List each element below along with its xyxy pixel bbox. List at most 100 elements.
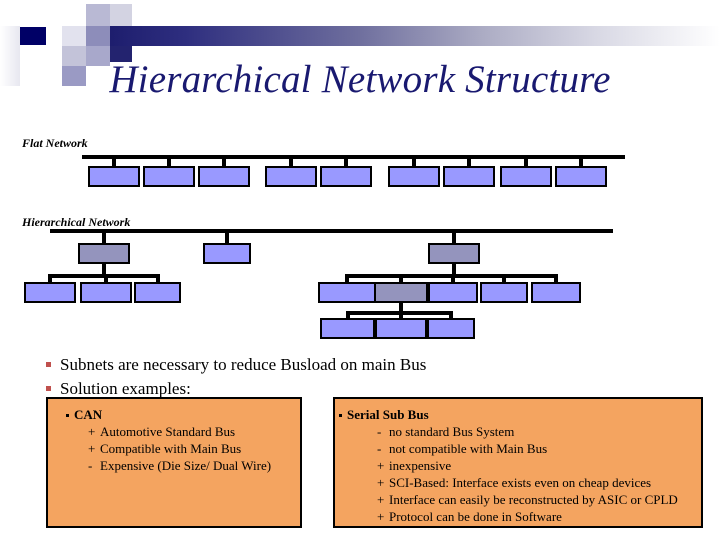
banner-square-bottom: [62, 66, 86, 86]
hier-grandchild-connector: [449, 311, 453, 319]
panel-item: -Expensive (Die Size/ Dual Wire): [88, 457, 271, 474]
minus-icon: -: [377, 441, 382, 456]
bullet-item: Subnets are necessary to reduce Busload …: [44, 355, 684, 375]
plus-icon: +: [377, 509, 385, 524]
flat-node-connector: [344, 155, 348, 167]
flat-network-node: [320, 166, 372, 187]
hier-grandchild-node: [427, 318, 475, 339]
hier-right-child-node: [318, 282, 376, 303]
hier-left-child-node: [134, 282, 181, 303]
flat-network-node: [88, 166, 140, 187]
hier-left-child-connector: [48, 274, 52, 283]
panel-item: + inexpensive: [377, 457, 678, 474]
plus-icon: +: [88, 441, 96, 456]
hier-right-child-connector: [554, 274, 558, 283]
panel-serial-content: Serial Sub Bus -no standard Bus System-n…: [339, 407, 678, 525]
flat-network-node: [198, 166, 250, 187]
flat-network-bus: [82, 155, 625, 159]
panel-item-label: no standard Bus System: [389, 424, 515, 439]
panel-item-label: SCI-Based: Interface exists even on chea…: [389, 475, 652, 490]
banner-fade-block: [0, 26, 20, 86]
flat-network-node: [388, 166, 440, 187]
hier-trunk-connector: [102, 229, 106, 243]
page-title: Hierarchical Network Structure: [109, 58, 611, 101]
flat-network-node: [443, 166, 495, 187]
panel-item-label: not compatible with Main Bus: [389, 441, 548, 456]
panel-serial-items: -no standard Bus System-not compatible w…: [347, 423, 678, 525]
panel-can: CAN + Automotive Standard Bus + Compatible …: [46, 397, 302, 528]
panel-can-heading: CAN: [65, 407, 271, 423]
hier-grandchild-parent-drop: [399, 303, 403, 313]
hier-grandchild-connector: [345, 311, 350, 319]
hier-level1-node: [428, 243, 480, 264]
flat-network-node: [265, 166, 317, 187]
flat-node-connector: [289, 155, 293, 167]
hier-left-spine: [48, 274, 160, 278]
panel-can-items: + Automotive Standard Bus + Compatible with…: [74, 423, 271, 474]
minus-icon: -: [377, 424, 382, 439]
panel-item: + Automotive Standard Bus: [88, 423, 271, 440]
banner-square-mid: [86, 26, 110, 46]
hier-trunk-connector: [225, 229, 229, 243]
hier-right-child-connector: [345, 274, 349, 283]
panel-item-label: Automotive Standard Bus: [100, 424, 236, 439]
plus-icon: +: [377, 475, 385, 490]
banner-gradient-bar: [98, 26, 720, 46]
flat-node-connector: [412, 155, 416, 167]
bullet-item: Solution examples:: [44, 379, 684, 399]
section-caption-hierarchical: Hierarchical Network: [22, 215, 131, 229]
hier-left-child-node: [80, 282, 132, 303]
hier-right-child-connector: [451, 274, 455, 283]
banner-square-lower-right: [86, 46, 110, 66]
panel-item: + Interface can easily be reconstructed b…: [377, 491, 678, 508]
hier-grandchild-connector: [399, 311, 403, 319]
banner-square-lower: [62, 46, 86, 66]
plus-icon: +: [377, 492, 385, 507]
bullet-list: Subnets are necessary to reduce Busload …: [44, 355, 684, 403]
hier-right-child-node: [374, 282, 428, 303]
banner-square-navy-small: [110, 46, 132, 62]
hier-right-child-connector: [502, 274, 506, 283]
banner-square-navy: [20, 27, 46, 45]
flat-network-node: [143, 166, 195, 187]
minus-icon: -: [88, 458, 93, 473]
hier-left-child-node: [24, 282, 76, 303]
panel-item: -not compatible with Main Bus: [377, 440, 678, 457]
flat-network-node: [555, 166, 607, 187]
slide-header-banner: [0, 0, 720, 86]
panel-can-content: CAN + Automotive Standard Bus + Compatible …: [65, 407, 271, 474]
hierarchical-network-bus: [50, 229, 613, 233]
panel-item: -no standard Bus System: [377, 423, 678, 440]
flat-node-connector: [112, 155, 116, 167]
flat-node-connector: [579, 155, 583, 167]
hier-left-child-connector: [104, 274, 108, 283]
flat-node-connector: [467, 155, 471, 167]
panel-item-label: Interface can easily be reconstructed by…: [389, 492, 678, 507]
panel-item: + SCI-Based: Interface exists even on che…: [377, 474, 678, 491]
hier-left-child-connector: [155, 274, 160, 283]
flat-node-connector: [524, 155, 528, 167]
flat-network-node: [500, 166, 552, 187]
hier-level1-node: [78, 243, 130, 264]
banner-square-top-right: [110, 4, 132, 26]
flat-node-connector: [167, 155, 171, 167]
hier-right-child-node: [480, 282, 528, 303]
hier-grandchild-node: [320, 318, 375, 339]
panel-item-label: inexpensive: [389, 458, 452, 473]
hier-left-parent-drop: [102, 264, 106, 276]
flat-node-connector: [222, 155, 226, 167]
hier-grandchild-node: [375, 318, 427, 339]
hier-right-child-connector: [399, 274, 403, 283]
hier-right-parent-drop: [452, 264, 456, 276]
panel-item-label: Compatible with Main Bus: [100, 441, 242, 456]
plus-icon: +: [88, 424, 96, 439]
banner-square-top: [86, 4, 110, 26]
hier-level1-node: [203, 243, 251, 264]
banner-square-light: [62, 26, 86, 46]
plus-icon: +: [377, 458, 385, 473]
panel-item-label: Expensive (Die Size/ Dual Wire): [100, 458, 272, 473]
panel-item: +Protocol can be done in Software: [377, 508, 678, 525]
panel-serial-sub-bus: Serial Sub Bus -no standard Bus System-n…: [333, 397, 703, 528]
panel-serial-heading: Serial Sub Bus: [339, 407, 678, 423]
